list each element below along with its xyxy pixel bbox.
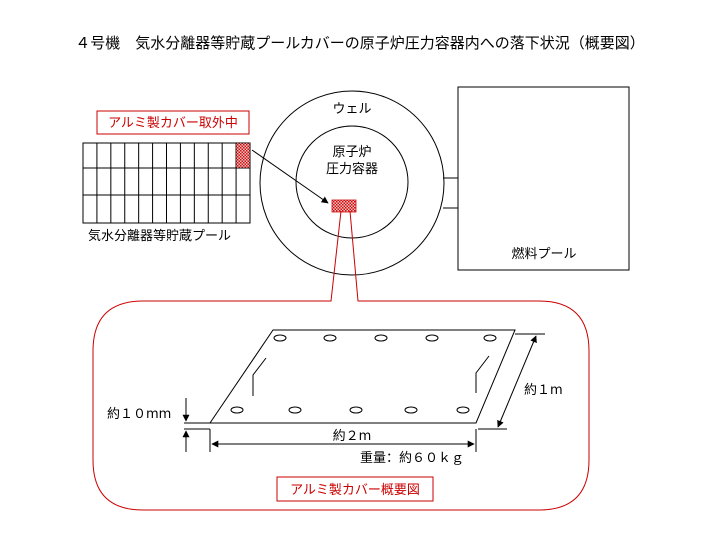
removing-label: アルミ製カバー取外中 [108, 116, 238, 131]
thickness-dimension [182, 398, 210, 452]
width-dimension [478, 333, 545, 430]
bolt-hole [456, 406, 470, 414]
fallen-cover [331, 199, 357, 213]
fuel-pool-label: 燃料プール [511, 246, 576, 262]
bolt-hole [404, 406, 418, 414]
thickness-label: 約１０mm [107, 407, 171, 422]
length-label: 約２m [333, 429, 372, 444]
rpv-label-line2: 圧力容器 [326, 161, 378, 177]
well-circle [259, 90, 445, 276]
bolt-hole [425, 334, 439, 342]
handle-right [475, 355, 490, 393]
fuel-pool [457, 86, 630, 271]
detail-callout [92, 210, 590, 511]
bolt-hole [349, 406, 363, 414]
bolt-hole [288, 406, 302, 414]
well-label: ウェル [332, 102, 371, 117]
width-label: 約１m [524, 383, 563, 398]
overview-label: アルミ製カバー概要図 [290, 483, 420, 498]
bolt-hole [374, 334, 388, 342]
cover-plate [209, 329, 516, 424]
hatched-cover-removing [235, 142, 251, 169]
separator-pool-label: 気水分離器等貯蔵プール [88, 228, 231, 244]
page-title: ４号機 気水分離器等貯蔵プールカバーの原子炉圧力容器内への落下状況（概要図） [75, 34, 645, 52]
removing-label-box: アルミ製カバー取外中 [96, 110, 250, 135]
handle-left [252, 357, 267, 396]
rpv-circle [295, 125, 409, 239]
bolt-hole [230, 406, 244, 414]
bolt-hole [483, 334, 497, 342]
overview-label-box: アルミ製カバー概要図 [276, 476, 434, 502]
separator-storage-pool [82, 142, 251, 224]
length-dimension [209, 429, 477, 452]
fall-arrow [251, 149, 329, 204]
bolt-hole [273, 334, 287, 342]
weight-label: 重量：約６０ｋｇ [360, 450, 464, 466]
bolt-holes [230, 334, 497, 414]
rpv-label-line1: 原子炉 [332, 145, 371, 160]
bolt-hole [323, 334, 337, 342]
